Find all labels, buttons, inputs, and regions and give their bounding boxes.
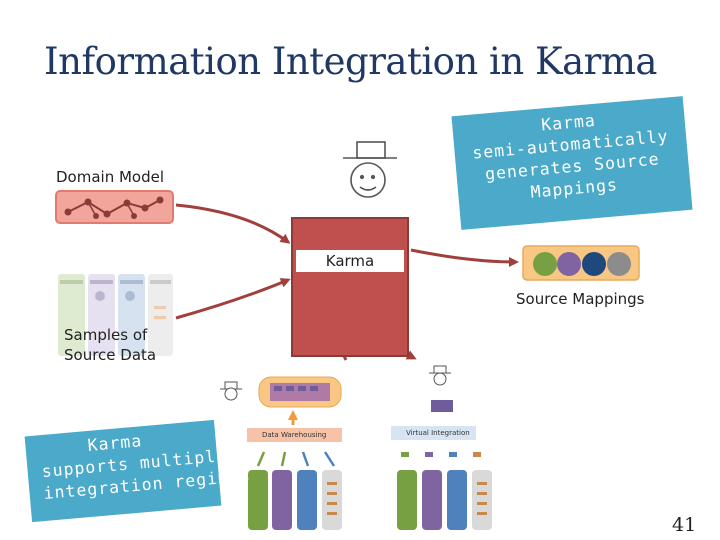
callout-integration-regimes: Karma supports multiple integration regi…	[24, 419, 251, 523]
data-warehousing-label: Data Warehousing	[262, 431, 327, 439]
arrow-karma-to-mappings	[410, 248, 519, 267]
samples-label-line2: Source Data	[64, 346, 157, 364]
domain-model-label: Domain Model	[56, 168, 165, 186]
arrow-samples-to-karma	[175, 278, 291, 320]
samples-label-line1: Samples of	[64, 326, 148, 344]
karma-box	[291, 217, 409, 357]
source-data-samples-graphic	[58, 274, 173, 356]
data-warehousing-graphic	[220, 376, 342, 530]
page-number: 41	[672, 514, 697, 536]
callout-semi-automatic-mappings: Karma semi-automatically generates Sourc…	[451, 96, 693, 230]
karma-label: Karma	[296, 250, 404, 272]
domain-model-graphic	[55, 190, 174, 224]
source-mappings-label: Source Mappings	[516, 290, 645, 308]
virtual-integration-label: Virtual Integration	[406, 429, 470, 437]
virtual-integration-graphic	[391, 365, 492, 530]
samples-label: Samples of Source Data	[64, 325, 156, 365]
source-mappings-graphic	[522, 245, 640, 281]
arrow-domain-to-karma	[175, 203, 291, 244]
karma-user-figure-icon	[343, 141, 397, 198]
slide-title: Information Integration in Karma	[44, 40, 657, 83]
